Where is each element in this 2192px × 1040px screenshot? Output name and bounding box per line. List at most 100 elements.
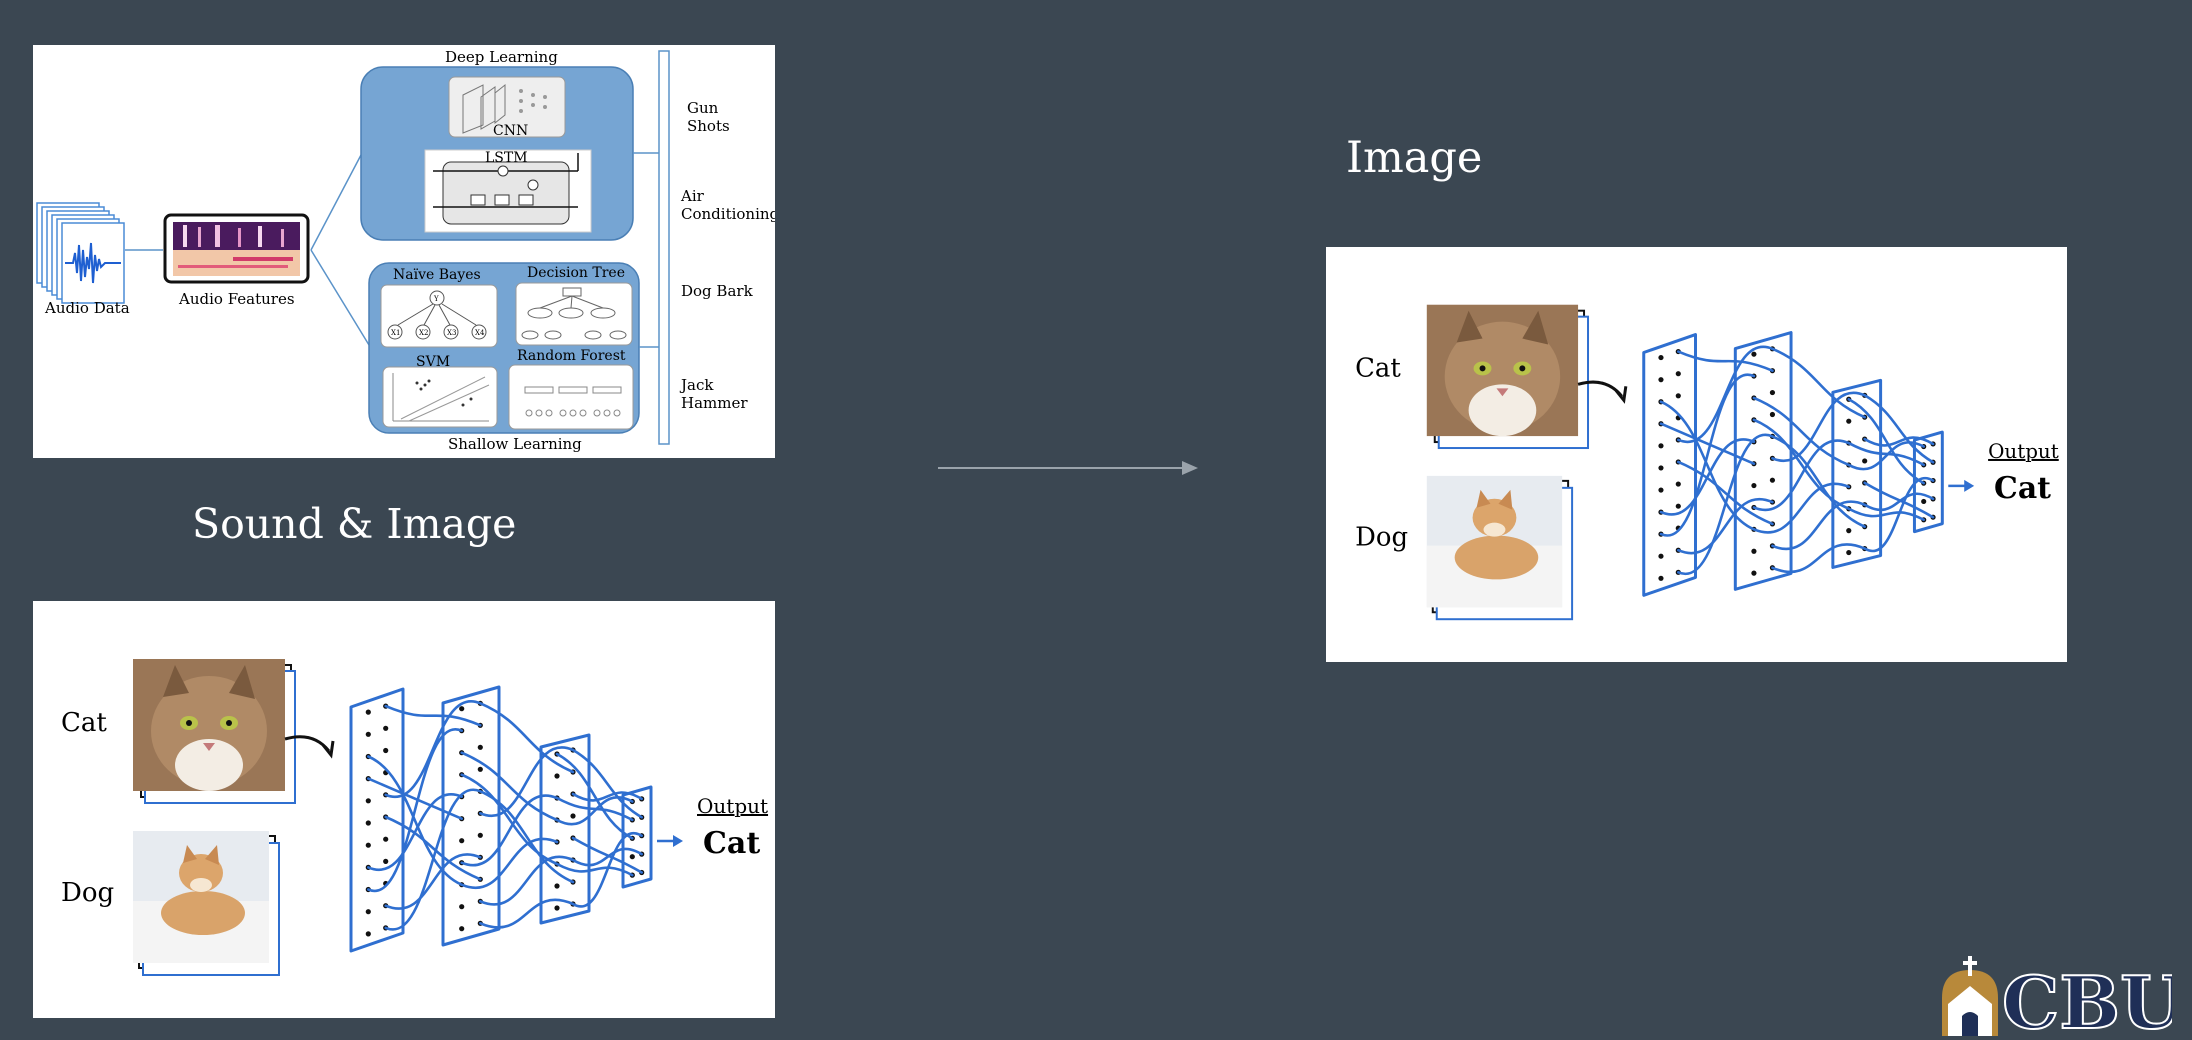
dog-label: Dog	[61, 878, 114, 908]
neuron	[459, 926, 465, 932]
network-connection	[367, 793, 463, 872]
neuron	[365, 731, 371, 737]
neuron	[554, 773, 560, 779]
network-connection	[1676, 460, 1774, 526]
naive-bayes-thumbnail: Y X1 X2 X3 X4	[380, 284, 498, 348]
cnn-thumbnail	[448, 76, 566, 138]
network-connection	[1771, 391, 1866, 462]
neuron	[1921, 498, 1927, 505]
transition-arrow	[938, 461, 1198, 475]
network-connection	[384, 853, 482, 910]
neuron	[1769, 411, 1776, 418]
network-layer	[621, 785, 653, 889]
svm-thumbnail	[382, 366, 498, 428]
svg-text:X2: X2	[419, 329, 428, 337]
neuron	[365, 798, 371, 804]
network-connection	[384, 815, 482, 881]
sound-image-heading: Sound & Image	[192, 500, 517, 548]
audio-features-label: Audio Features	[178, 290, 295, 308]
network-connection	[384, 704, 482, 727]
lstm-thumbnail	[424, 149, 592, 233]
cbu-logo-text: CBU	[2002, 960, 2172, 1036]
network-connection	[1659, 438, 1756, 516]
network-connection	[460, 794, 559, 867]
random-forest-label: Random Forest	[517, 348, 626, 364]
neuron	[459, 838, 465, 844]
decision-tree-label: Decision Tree	[527, 265, 625, 281]
network-connection	[1659, 400, 1756, 531]
image-heading: Image	[1346, 133, 1483, 183]
chapel-icon	[1942, 956, 1998, 1036]
neuron	[1751, 548, 1757, 554]
output-value: Cat	[703, 826, 760, 861]
neuron	[554, 883, 560, 889]
network-connection	[460, 751, 559, 822]
network-connection	[1771, 435, 1866, 528]
neuron	[365, 820, 371, 826]
network-connection	[479, 855, 575, 906]
network-connection	[1771, 500, 1866, 551]
cat-photo	[133, 659, 296, 804]
network-connection	[571, 748, 643, 819]
network-connection	[571, 847, 643, 867]
neuron	[459, 904, 465, 910]
network-connection	[1752, 418, 1851, 511]
output-label: Output	[697, 794, 768, 818]
dog-label: Dog	[1355, 523, 1408, 553]
output-label: Output	[1988, 440, 2059, 463]
network-connection	[384, 699, 482, 799]
network-connection	[555, 862, 634, 877]
neuron	[1675, 371, 1681, 377]
network-connection	[479, 898, 575, 929]
network-connection	[1863, 481, 1935, 519]
neuron	[383, 725, 389, 731]
network-connection	[1847, 441, 1925, 471]
network-connection	[479, 702, 575, 774]
neuron	[1658, 575, 1664, 581]
naive-bayes-label: Naïve Bayes	[393, 267, 481, 283]
neuron	[1751, 482, 1757, 489]
cat-label: Cat	[1355, 353, 1401, 383]
neuron	[383, 858, 389, 864]
neuron	[1658, 377, 1664, 383]
neuron	[365, 709, 371, 715]
neuron	[1769, 390, 1776, 396]
network-layer	[441, 685, 501, 947]
neuron	[365, 931, 371, 937]
cnn-label: CNN	[493, 123, 528, 139]
network-connection	[367, 728, 463, 893]
network-connection	[1659, 373, 1756, 537]
neuron	[1751, 351, 1757, 357]
network-connection	[1863, 476, 1935, 553]
neuron	[1846, 418, 1852, 424]
neuron	[1751, 570, 1757, 576]
network-connection	[460, 837, 559, 889]
dog-photo	[133, 831, 280, 976]
network-connection	[1676, 498, 1774, 555]
neuron	[477, 766, 483, 772]
neuron	[1658, 354, 1664, 361]
neuron	[554, 905, 560, 911]
network-connection	[1863, 393, 1935, 464]
network-connection	[1771, 543, 1866, 574]
svm-label: SVM	[416, 354, 450, 370]
network-connection	[1752, 439, 1851, 512]
network-connection	[555, 796, 634, 822]
svg-text:X1: X1	[391, 329, 400, 337]
neuron	[1658, 553, 1664, 559]
audio-data-icon	[36, 202, 125, 304]
neuron	[383, 747, 389, 754]
neuron	[365, 842, 371, 848]
network-connection	[1847, 397, 1925, 485]
neuron	[1846, 528, 1852, 534]
network-connection	[1752, 396, 1851, 467]
lstm-label: LSTM	[485, 150, 528, 166]
neuron	[383, 836, 389, 842]
neuron	[459, 706, 465, 712]
neuron	[477, 832, 483, 838]
deep-learning-label: Deep Learning	[445, 48, 558, 66]
network-layer	[539, 733, 591, 925]
